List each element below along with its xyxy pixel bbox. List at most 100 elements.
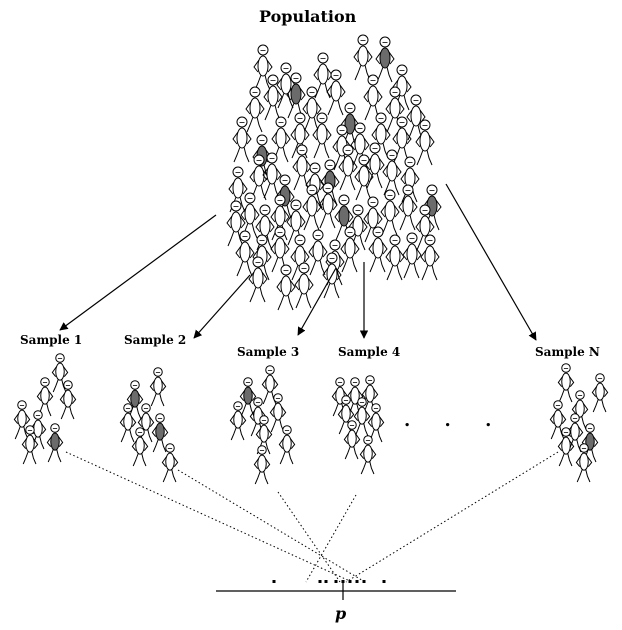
sample-4-figure-7 (343, 420, 361, 460)
population-figure-64 (276, 264, 296, 311)
dotted-line-sample-1 (65, 451, 353, 583)
sample-2-figures (119, 367, 179, 483)
population-figure-16 (232, 116, 252, 163)
population-figure-62 (420, 234, 440, 281)
population-figure-59 (368, 226, 388, 273)
population-figure-25 (415, 119, 435, 166)
dotted-line-sample-3 (277, 491, 341, 583)
arrow-to-sample-3 (297, 267, 337, 336)
population-figure-43 (286, 199, 306, 246)
sample-n-figure-4 (549, 400, 567, 440)
sample-n-figure-8 (575, 443, 593, 483)
samples-group (13, 353, 609, 485)
population-figure-50 (398, 184, 418, 231)
sample-2-label: Sample 2 (124, 333, 187, 347)
sample-3-figure-8 (253, 445, 271, 485)
sample-n-figure-2 (591, 373, 609, 413)
population-figure-55 (290, 234, 310, 281)
arrow-to-sample-2 (193, 274, 251, 339)
sample-3-figure-2 (261, 365, 279, 405)
population-figure-48 (363, 196, 383, 243)
estimate-dot-8 (362, 580, 366, 583)
estimate-dot-2 (318, 580, 322, 583)
sample-2-figure-5 (151, 413, 169, 453)
population-figure-36 (382, 149, 402, 196)
population-figure-7 (245, 86, 265, 133)
sample-3-figure-7 (278, 425, 296, 465)
dotted-lines-group (65, 451, 559, 583)
sample-n-figures (549, 363, 609, 483)
population-figure-60 (385, 234, 405, 281)
sample-2-figure-3 (119, 403, 137, 443)
sample-4-figure-3 (361, 375, 379, 415)
population-figure-8 (263, 74, 283, 121)
sample-4-figure-6 (367, 403, 385, 443)
population-figure-4 (353, 34, 373, 81)
population-figure-20 (312, 112, 332, 159)
sample-2-figure-6 (131, 427, 149, 467)
ellipsis: . . . (404, 410, 506, 431)
arrow-to-sample-1 (59, 214, 217, 331)
population-figure-12 (340, 102, 360, 149)
population-figure-24 (392, 116, 412, 163)
population-figure-37 (400, 156, 420, 203)
population-figure-9 (286, 72, 306, 119)
arrow-to-sample-n (445, 183, 537, 341)
population-figure-23 (371, 112, 391, 159)
population-figure-26 (228, 166, 248, 213)
estimate-dot-3 (324, 580, 328, 583)
population-figure-65 (294, 262, 314, 309)
sample-1-figure-7 (21, 425, 39, 465)
sample-4-figure-5 (353, 397, 371, 437)
population-group (226, 34, 442, 311)
population-figure-52 (235, 230, 255, 277)
sample-1-figure-4 (13, 400, 31, 440)
population-figure-10 (302, 86, 322, 133)
population-figure-2 (276, 62, 296, 109)
sample-n-label: Sample N (535, 345, 600, 359)
estimate-dot-5 (341, 580, 345, 583)
population-figure-58 (340, 226, 360, 273)
sample-4-label: Sample 4 (338, 345, 401, 359)
sample-2-figure-7 (161, 443, 179, 483)
population-figure-51 (415, 204, 435, 251)
sample-3-figures (229, 365, 296, 485)
sample-1-figure-6 (46, 423, 64, 463)
population-figure-61 (402, 232, 422, 279)
population-figure-13 (363, 74, 383, 121)
population-figure-63 (248, 256, 268, 303)
sample-1-figures (13, 353, 77, 465)
estimate-dot-1 (272, 580, 276, 583)
population-figure-44 (302, 184, 322, 231)
estimate-dot-9 (382, 580, 386, 583)
population-figure-15 (406, 94, 426, 141)
population-figure-40 (240, 192, 260, 239)
population-figure-45 (318, 182, 338, 229)
population-figure-47 (348, 204, 368, 251)
sample-2-figure-2 (149, 367, 167, 407)
population-figure-30 (292, 144, 312, 191)
population-title: Population (259, 7, 357, 26)
dotted-line-sample-2 (177, 469, 366, 583)
sample-3-figure-3 (229, 401, 247, 441)
sample-1-figure-5 (29, 410, 47, 450)
sample-1-figure-3 (59, 380, 77, 420)
sample-4-figures (331, 375, 385, 475)
population-figure-42 (270, 194, 290, 241)
population-figure-54 (270, 226, 290, 273)
sample-n-figure-5 (566, 413, 584, 453)
population-figure-11 (326, 69, 346, 116)
population-figure-28 (262, 152, 282, 199)
sampling-distribution-axis (216, 580, 456, 600)
estimate-dot-7 (355, 580, 359, 583)
estimate-dot-4 (334, 580, 338, 583)
p-label: p (335, 604, 347, 623)
population-figure-35 (365, 142, 385, 189)
sample-3-label: Sample 3 (237, 345, 300, 359)
population-figure-56 (308, 229, 328, 276)
population-figure-5 (375, 36, 395, 83)
sample-1-figure-2 (36, 377, 54, 417)
estimate-dot-6 (348, 580, 352, 583)
